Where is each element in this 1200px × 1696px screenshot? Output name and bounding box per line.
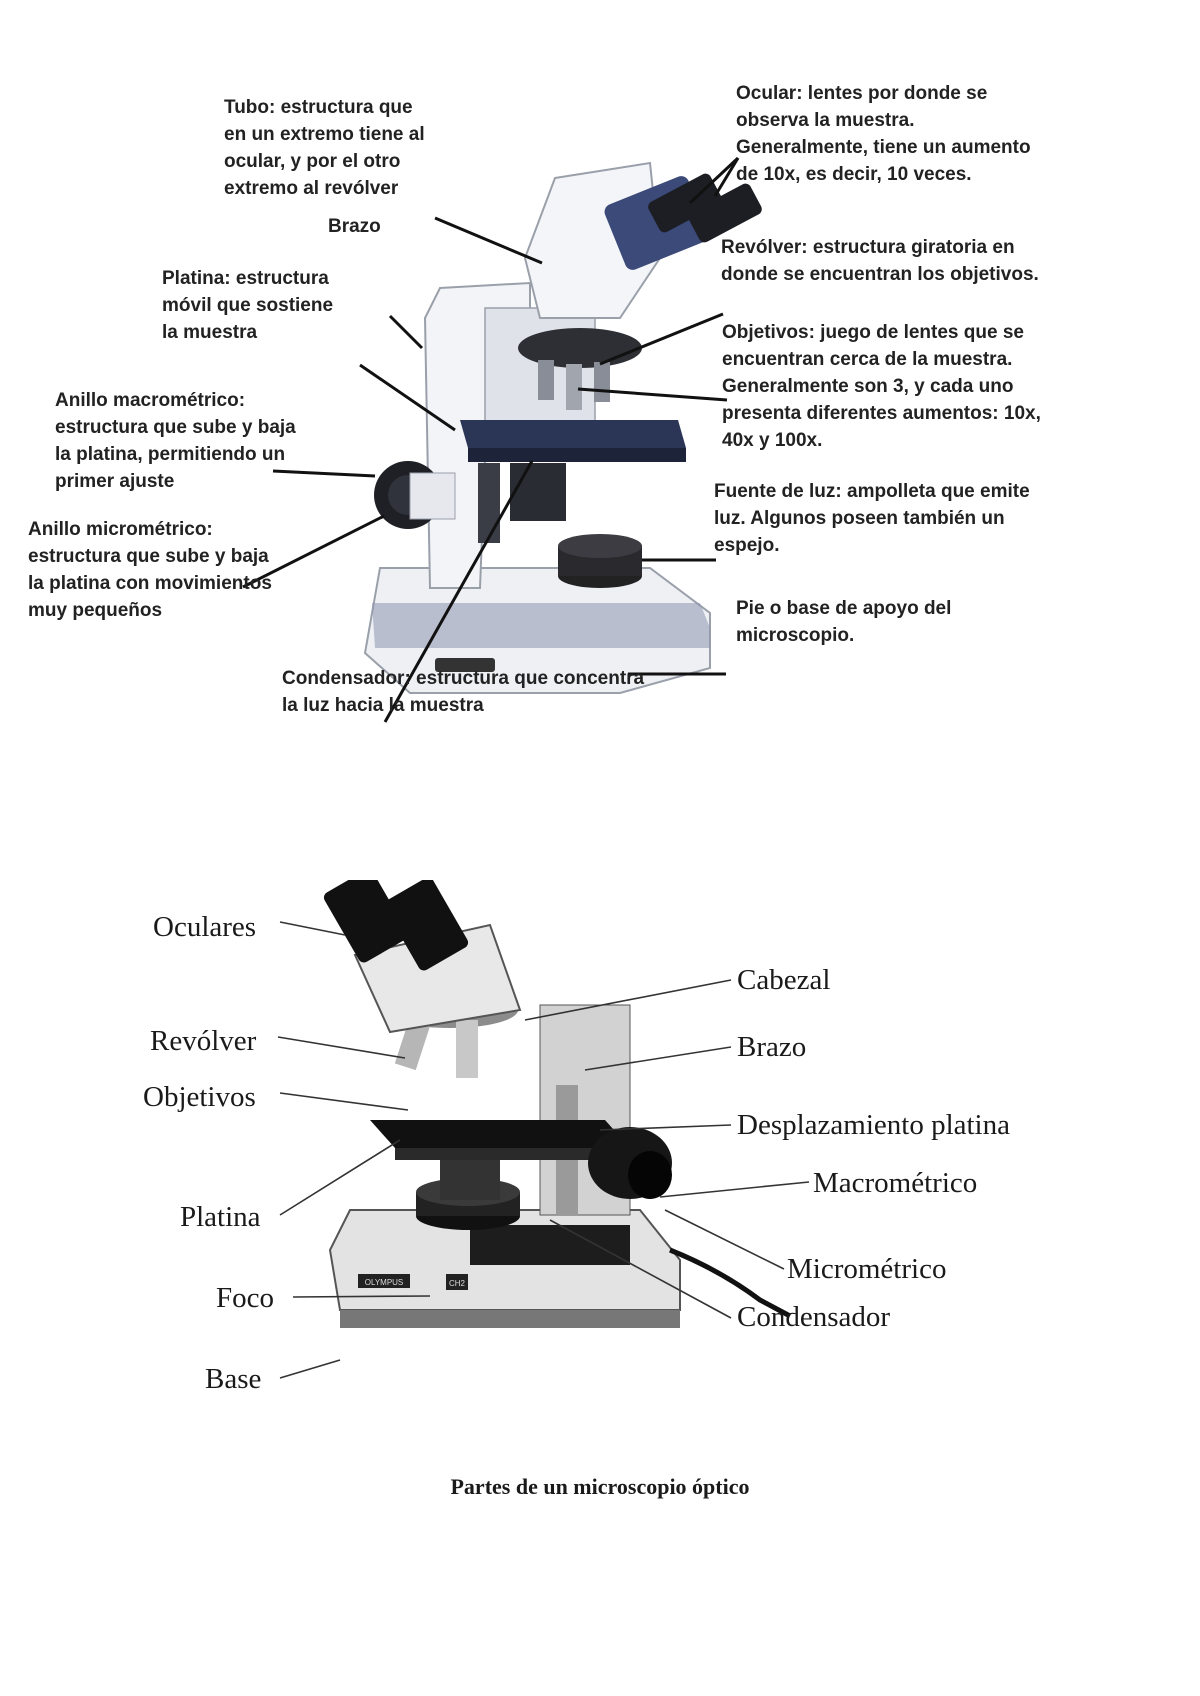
photo-label-base: Base	[205, 1363, 262, 1395]
objective-1	[538, 360, 554, 400]
photo-label-cabezal: Cabezal	[737, 964, 831, 996]
stage	[460, 420, 686, 448]
photo-label-platina: Platina	[180, 1201, 261, 1233]
top-microscope-diagram: Tubo: estructura que en un extremo tiene…	[10, 68, 1190, 778]
photo-eyepiece-2	[383, 880, 469, 971]
photo-label-desplazamiento-platina: Desplazamiento platina	[737, 1109, 1010, 1141]
objective-2	[566, 364, 582, 410]
label-anillo-micrometrico: Anillo micrométrico: estructura que sube…	[28, 519, 272, 621]
bw-microscope-photo: OLYMPUS CH2	[277, 880, 810, 1379]
photo-fine-knob	[628, 1151, 672, 1199]
bottom-microscope-diagram: OLYMPUS CH2	[0, 880, 1200, 1520]
label-anillo-macrometrico: Anillo macrométrico: estructura que sube…	[55, 390, 296, 492]
label-brazo: Brazo	[328, 216, 381, 237]
label-pie: Pie o base de apoyo del microscopio.	[736, 598, 952, 646]
photo-label-objetivos: Objetivos	[143, 1081, 256, 1113]
photo-base-panel	[470, 1225, 630, 1265]
color-microscope-illustration	[242, 156, 762, 723]
label-platina: Platina: estructura móvil que sostiene l…	[162, 268, 334, 343]
label-tubo: Tubo: estructura que en un extremo tiene…	[224, 97, 425, 199]
photo-label-micrometrico: Micrométrico	[787, 1253, 947, 1285]
brand-plate-bg	[358, 1274, 410, 1288]
label-revolver: Revólver: estructura giratoria en donde …	[721, 237, 1039, 285]
photo-objective-2	[456, 1020, 478, 1078]
objective-3	[594, 362, 610, 402]
label-objetivos: Objetivos: juego de lentes que se encuen…	[722, 322, 1041, 451]
photo-objective-1	[394, 1015, 432, 1071]
label-fuente-luz: Fuente de luz: ampolleta que emite luz. …	[714, 481, 1030, 556]
eyepiece-1	[648, 173, 722, 233]
eyepiece-2	[688, 183, 762, 243]
base-slot	[435, 658, 495, 672]
condenser	[510, 463, 566, 521]
label-condensador: Condensador: estructura que concentra la…	[282, 668, 645, 716]
brand-plate: OLYMPUS	[365, 1278, 404, 1287]
revolver-nosepiece	[518, 328, 642, 368]
photo-label-brazo: Brazo	[737, 1031, 807, 1063]
photo-stage	[370, 1120, 630, 1148]
model-plate: CH2	[449, 1279, 466, 1288]
base-stripe	[372, 603, 710, 648]
photo-condenser	[440, 1160, 500, 1200]
power-cable	[669, 1247, 792, 1319]
photo-label-condensador: Condensador	[737, 1301, 891, 1333]
photo-label-macrometrico: Macrométrico	[813, 1167, 978, 1199]
photo-eyepiece-1	[323, 880, 409, 963]
photo-label-foco: Foco	[216, 1282, 274, 1314]
photo-leader-lines	[277, 921, 810, 1379]
label-ocular: Ocular: lentes por donde se observa la m…	[736, 83, 1031, 185]
photo-label-oculares: Oculares	[153, 911, 257, 943]
figure-caption: Partes de un microscopio óptico	[450, 1474, 750, 1499]
photo-label-revolver: Revólver	[150, 1025, 257, 1057]
leader-lines	[242, 156, 740, 723]
